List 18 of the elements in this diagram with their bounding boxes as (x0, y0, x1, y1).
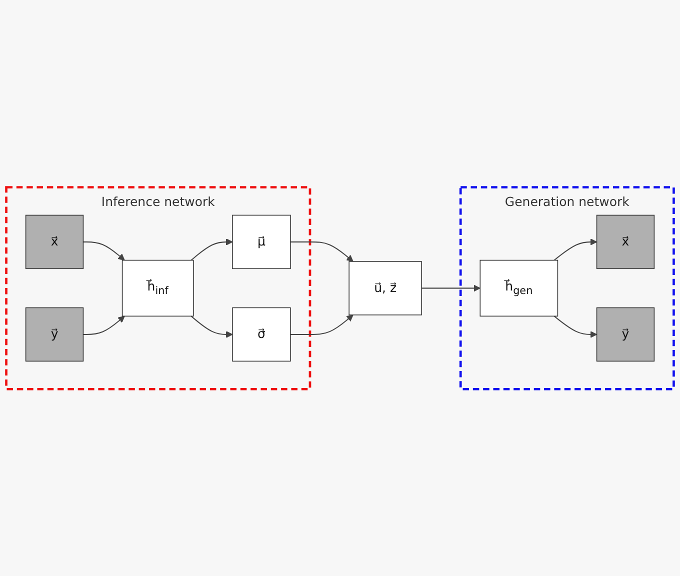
node-box: y⃗ (25, 307, 84, 362)
arrow (83, 316, 125, 335)
arrow (83, 241, 125, 260)
node-box: μ⃗ (232, 214, 291, 269)
node-box: u⃗, z⃗ (348, 260, 422, 316)
node-box: x⃗ (25, 214, 84, 269)
arrow (290, 241, 354, 262)
node-box: x⃗ (596, 214, 655, 269)
arrow (190, 316, 233, 338)
node-box: h⃗$_{inf}$ (122, 260, 194, 316)
arrow (290, 314, 354, 335)
arrow (554, 316, 598, 338)
node-box: y⃗ (596, 307, 655, 362)
node-box: h⃗$_{gen}$ (480, 260, 558, 316)
arrow (190, 238, 233, 260)
arrow (422, 284, 480, 292)
node-box: σ⃗ (232, 307, 291, 362)
arrow (554, 238, 598, 260)
